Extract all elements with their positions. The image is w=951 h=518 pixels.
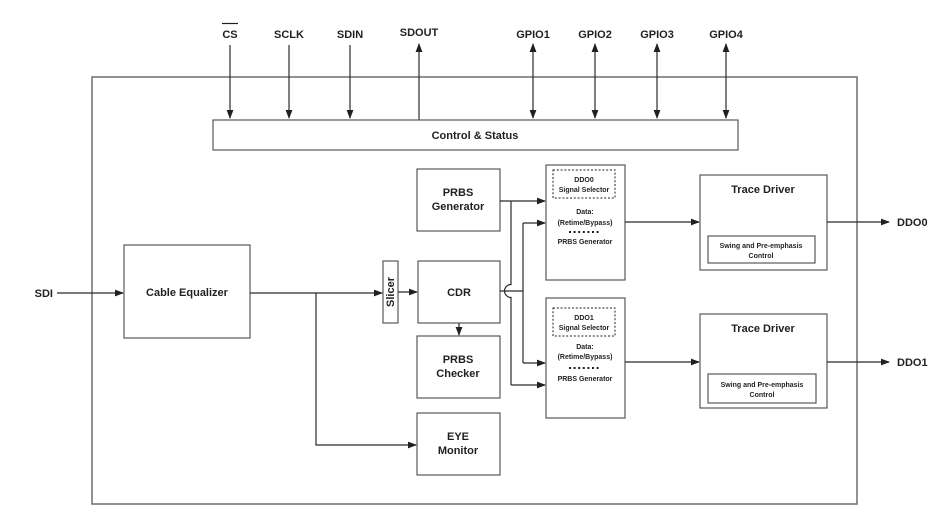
signal-selector-ddo0-header-box	[552, 169, 616, 199]
prbs-generator-label-line2: Generator	[432, 201, 485, 213]
pin-label-cs: CS	[222, 29, 237, 41]
pin-label-sdout: SDOUT	[400, 27, 439, 39]
signal-selector-ddo0-header-line2: Signal Selector	[559, 187, 610, 194]
trace-driver-ddo0-swing-line2: Control	[749, 253, 774, 260]
slicer-label: Slicer	[385, 276, 397, 307]
control-status-label: Control & Status	[432, 130, 519, 142]
signal-selector-ddo1-header-line2: Signal Selector	[559, 325, 610, 332]
trace-driver-ddo0-block: Trace Driver Swing and Pre-emphasis Cont…	[699, 174, 828, 271]
wire-branch-to-eye-monitor	[315, 293, 417, 449]
prbs-generator-label-line1: PRBS	[443, 187, 474, 199]
prbs-checker-label-line2: Checker	[436, 368, 480, 380]
signal-selector-ddo0-data-line1: Data:	[576, 209, 594, 216]
eye-monitor-label-line1: EYE	[447, 431, 469, 443]
pin-label-gpio1: GPIO1	[516, 29, 550, 41]
trace-driver-ddo1-swing-line2: Control	[750, 392, 775, 399]
cdr-label: CDR	[447, 287, 471, 299]
pin-label-sclk: SCLK	[274, 29, 304, 41]
trace-driver-ddo1-title: Trace Driver	[731, 323, 795, 335]
signal-selector-ddo1-data-line1: Data:	[576, 344, 594, 351]
signal-selector-ddo1-block: DDO1 Signal Selector Data: (Retime/Bypas…	[545, 297, 626, 419]
signal-selector-ddo1-alt-input: PRBS Generator	[558, 376, 613, 383]
prbs-checker-block	[416, 335, 501, 399]
prbs-checker-label-line1: PRBS	[443, 354, 474, 366]
trace-driver-ddo0-swing-line1: Swing and Pre-emphasis	[720, 243, 803, 250]
signal-selector-ddo0-data-line2: (Retime/Bypass)	[558, 220, 613, 227]
pin-label-gpio4: GPIO4	[709, 29, 744, 41]
trace-driver-ddo0-swing-box	[707, 235, 816, 264]
trace-driver-ddo1-swing-box	[707, 373, 817, 404]
prbs-generator-block	[416, 168, 501, 232]
cable-equalizer-block	[123, 244, 251, 339]
control-status-block	[212, 119, 739, 151]
signal-selector-ddo0-header-line1: DDO0	[574, 177, 594, 184]
signal-selector-ddo0-alt-input: PRBS Generator	[558, 239, 613, 246]
pin-label-ddo1: DDO1	[897, 357, 928, 369]
chip-boundary-box	[91, 76, 858, 505]
eye-monitor-block	[416, 412, 501, 476]
wire-prbs-generator-branch-with-hop	[503, 201, 512, 385]
pin-label-gpio3: GPIO3	[640, 29, 674, 41]
pin-label-ddo0: DDO0	[897, 217, 928, 229]
pin-label-gpio2: GPIO2	[578, 29, 612, 41]
trace-driver-ddo1-block: Trace Driver Swing and Pre-emphasis Cont…	[699, 313, 828, 409]
pin-label-sdi: SDI	[35, 288, 53, 300]
trace-driver-ddo1-swing-line1: Swing and Pre-emphasis	[721, 382, 804, 389]
pin-label-sdin: SDIN	[337, 29, 363, 41]
signal-selector-ddo1-header-box	[552, 307, 616, 337]
trace-driver-ddo0-title: Trace Driver	[731, 184, 795, 196]
signal-selector-ddo1-data-line2: (Retime/Bypass)	[558, 354, 613, 361]
signal-selector-ddo1-header-line1: DDO1	[574, 315, 594, 322]
eye-monitor-label-line2: Monitor	[438, 445, 479, 457]
cable-equalizer-label: Cable Equalizer	[146, 287, 229, 299]
signal-selector-ddo0-block: DDO0 Signal Selector Data: (Retime/Bypas…	[545, 164, 626, 281]
